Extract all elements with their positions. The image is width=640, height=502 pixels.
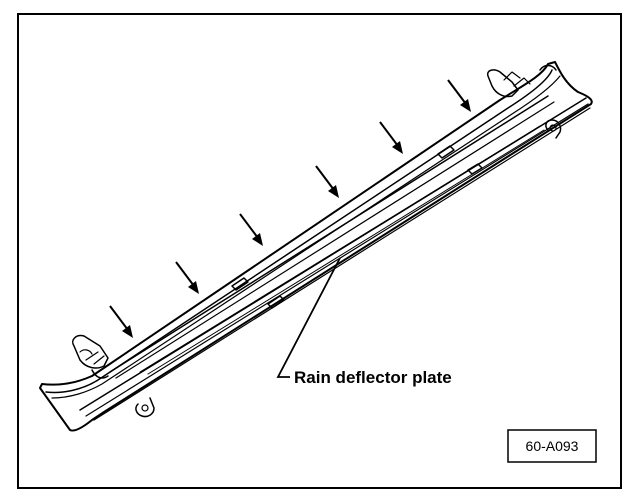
right-end-hook <box>539 64 557 71</box>
left-end-bracket-detail <box>79 349 105 365</box>
plate-channel-line-3 <box>93 107 591 421</box>
rain-deflector-plate-drawing <box>39 61 593 432</box>
figure-code-box <box>507 429 597 463</box>
mounting-tab-right-hole <box>549 124 557 132</box>
plate-clip-4 <box>467 163 483 175</box>
downward-arrow-icon <box>175 261 199 294</box>
mounting-tab-left <box>135 397 155 418</box>
right-end-bracket-detail <box>503 71 531 87</box>
downward-arrow-icon <box>239 213 263 246</box>
plate-groove-2 <box>147 129 545 375</box>
plate-upper-rim <box>45 69 553 394</box>
mounting-tab-left-hole <box>141 404 149 412</box>
plate-outline <box>39 61 593 432</box>
plate-clip-3 <box>267 295 285 309</box>
plate-clip-1 <box>231 277 249 291</box>
plate-groove <box>139 125 541 373</box>
installation-arrows <box>109 79 471 338</box>
figure-code: 60-A093 <box>526 438 579 454</box>
plate-channel-line-2 <box>85 103 589 417</box>
plate-clip-2 <box>437 145 455 159</box>
left-end-bracket <box>72 334 109 369</box>
callout-label: Rain deflector plate <box>294 368 452 387</box>
figure-frame <box>17 13 622 489</box>
downward-arrow-icon <box>379 121 403 154</box>
plate-edge-line-2 <box>115 101 555 379</box>
downward-arrow-icon <box>447 79 471 112</box>
downward-arrow-icon <box>315 165 339 198</box>
plate-upper-rim-inner <box>51 75 561 399</box>
right-end-bracket <box>486 69 519 98</box>
mounting-tab-right <box>545 119 562 139</box>
downward-arrow-icon <box>109 305 133 338</box>
callout-leader-line <box>276 257 341 378</box>
plate-edge-line-1 <box>109 95 549 373</box>
left-end-hook <box>91 369 109 379</box>
